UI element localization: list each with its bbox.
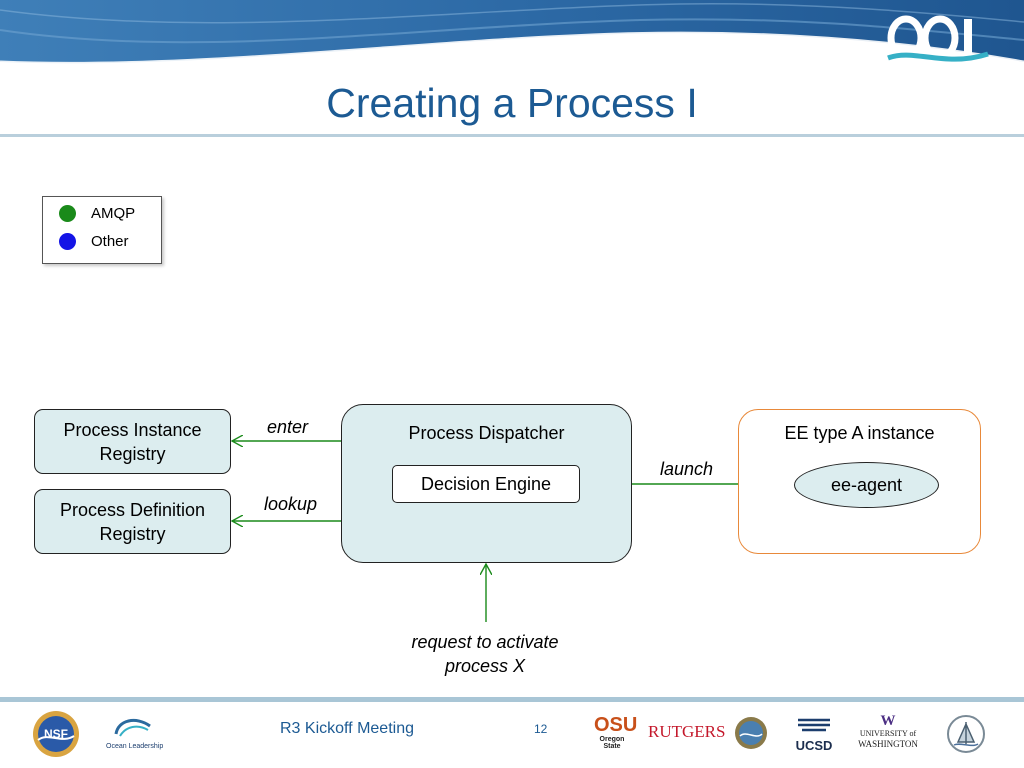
legend: AMQP Other [42, 196, 162, 264]
ocean-leadership-text: Ocean Leadership [106, 743, 164, 750]
footer-meeting: R3 Kickoff Meeting [280, 720, 414, 737]
decision-engine-node: Decision Engine [392, 465, 580, 503]
ucsd-logo-text: UCSD [795, 738, 833, 753]
ooi-logo-icon [887, 15, 989, 62]
ee-instance-label: EE type A instance [784, 423, 935, 443]
edge-label-enter: enter [267, 417, 309, 437]
process-instance-registry-node: Process Instance Registry [34, 409, 231, 474]
process-dispatcher-label: Process Dispatcher [408, 423, 565, 443]
osu-logo-subtext: Oregon State [599, 736, 625, 750]
legend-item-other: Other [59, 231, 129, 251]
ucsd-logo: UCSD [792, 716, 836, 753]
edge-label-launch: launch [660, 459, 714, 479]
ocean-leadership-logo: Ocean Leadership [106, 714, 164, 754]
edge-label-request: request to activate process X [411, 632, 559, 676]
page-title: Creating a Process I [326, 80, 698, 126]
ucsd-trident-icon [798, 718, 830, 732]
nsf-logo-text: NSF [44, 727, 68, 741]
legend-item-amqp: AMQP [59, 203, 135, 223]
osu-logo-text: OSU [594, 714, 638, 736]
rutgers-logo: RUTGERS [648, 722, 726, 741]
process-definition-registry-node: Process Definition Registry [34, 489, 231, 554]
uw-logo-line2: WASHINGTON [858, 739, 918, 749]
legend-dot-other-icon [59, 232, 76, 250]
uw-logo-line1: UNIVERSITY of [859, 729, 917, 738]
whoi-logo [946, 714, 986, 759]
ee-agent-node: ee-agent [794, 462, 939, 508]
ocean-leadership-wave-icon [114, 718, 151, 737]
osu-logo: OSU Oregon State [594, 714, 638, 754]
scripps-seal-icon [735, 717, 767, 749]
page-number: 12 [534, 722, 548, 736]
legend-label: AMQP [91, 204, 136, 222]
scripps-logo [734, 716, 768, 755]
title-divider [0, 134, 1024, 137]
whoi-seal-icon [947, 715, 985, 753]
legend-dot-amqp-icon [59, 204, 76, 222]
ee-instance-container [738, 409, 981, 554]
uw-logo: W UNIVERSITY of WASHINGTON [852, 713, 924, 750]
legend-label: Other [91, 232, 129, 250]
nsf-logo: NSF [32, 710, 80, 763]
ooi-logo [884, 14, 994, 66]
edge-label-lookup: lookup [264, 494, 318, 514]
footer-divider [0, 697, 1024, 702]
nsf-seal-icon: NSF [33, 711, 79, 757]
uw-logo-mark: W [880, 713, 896, 729]
